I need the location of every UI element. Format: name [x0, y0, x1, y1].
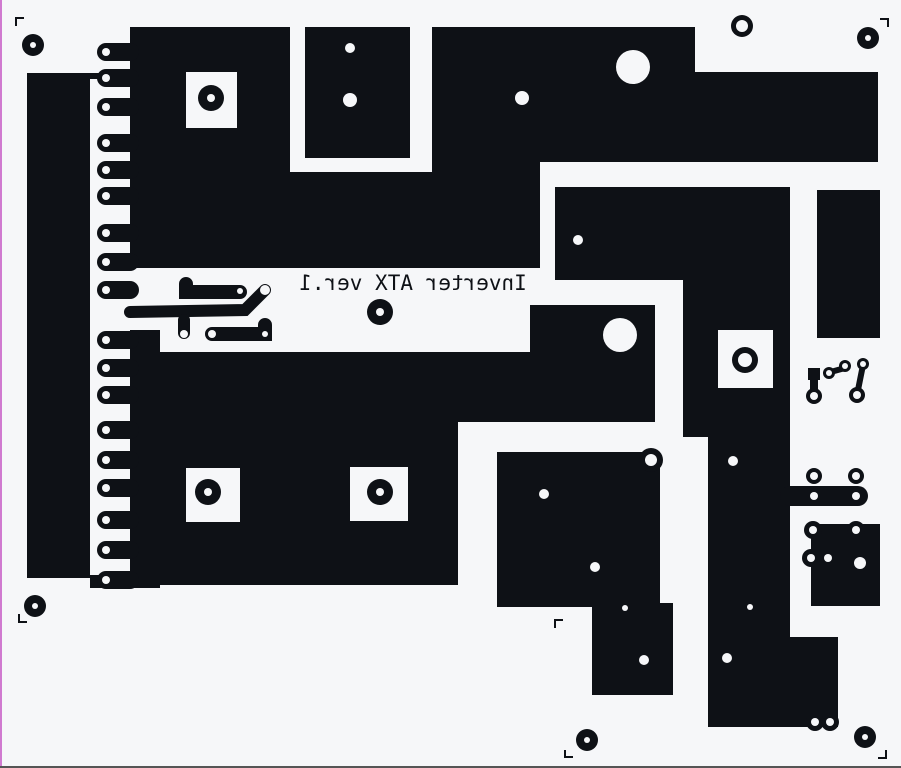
board-edge-left — [0, 0, 2, 768]
finger-drill-hole — [102, 456, 110, 464]
copper-block-c — [497, 452, 673, 695]
finger-drill-hole — [102, 139, 110, 147]
corner-marks — [15, 17, 889, 759]
drill-holes — [30, 20, 871, 743]
copper-pad-block-top — [305, 27, 410, 158]
copper-pour-bottom — [130, 305, 655, 585]
silkscreen-label: Inverter ATX ver.1 — [299, 271, 527, 295]
finger-drill-hole — [102, 426, 110, 434]
finger-drill-hole — [102, 103, 110, 111]
finger-drill-hole — [102, 546, 110, 554]
copper-pour-top — [130, 27, 878, 268]
finger-drill-hole — [102, 74, 110, 82]
finger-drill-hole — [102, 576, 110, 584]
finger-drill-hole — [102, 48, 110, 56]
finger-drill-hole — [102, 192, 110, 200]
copper-block-small — [811, 524, 880, 606]
pads — [22, 15, 879, 751]
copper-pour-right-l — [555, 187, 838, 727]
finger-drill-hole — [102, 258, 110, 266]
finger-drill-hole — [102, 286, 110, 294]
finger-drill-hole — [102, 336, 110, 344]
finger-drill-hole — [102, 391, 110, 399]
copper-block-right — [817, 190, 880, 338]
finger-drill-hole — [102, 229, 110, 237]
copper-bus-left — [27, 73, 90, 578]
finger-drill-hole — [102, 364, 110, 372]
finger-drill-hole — [102, 484, 110, 492]
finger-drill-hole — [102, 166, 110, 174]
board-edge-bottom — [0, 766, 901, 768]
finger-drill-hole — [102, 516, 110, 524]
